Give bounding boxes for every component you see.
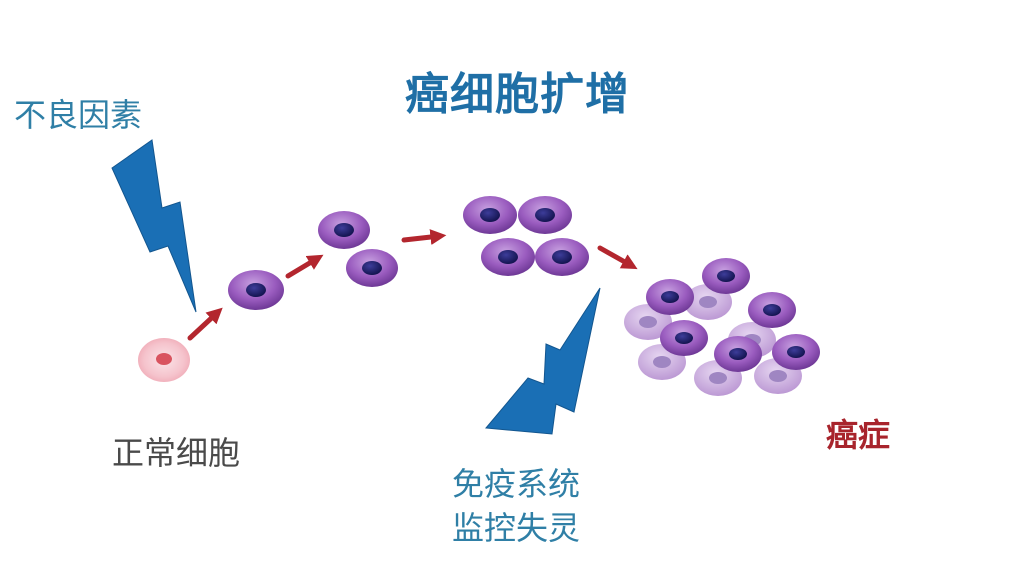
cell-icon (660, 320, 708, 356)
diagram-title: 癌细胞扩增 (405, 69, 630, 120)
cell-icon (518, 196, 572, 234)
arrow-icon (597, 245, 638, 270)
cell-icon (318, 211, 370, 249)
arrow-icon (187, 307, 223, 341)
cell-icon (702, 258, 750, 294)
normal-cell-icon (138, 338, 190, 382)
lightning-bolt-icon (485, 287, 601, 435)
cell-icon (463, 196, 517, 234)
lightning-bolt-icon (111, 139, 197, 313)
cancer-label: 癌症 (826, 416, 891, 454)
immune-failure-line1: 免疫系统 (452, 465, 581, 503)
cell-icon (772, 334, 820, 370)
cell-icon (748, 292, 796, 328)
cell-icon (535, 238, 589, 276)
cell-icon (228, 270, 284, 310)
immune-failure-label: 免疫系统 监控失灵 (452, 462, 580, 550)
cell-icon (646, 279, 694, 315)
adverse-factors-label: 不良因素 (14, 96, 143, 134)
arrow-icon (401, 229, 447, 246)
cell-icon (346, 249, 398, 287)
arrow-icon (285, 254, 324, 279)
cell-icon (714, 336, 762, 372)
cell-icon (481, 238, 535, 276)
immune-failure-line2: 监控失灵 (452, 509, 581, 547)
normal-cell-label: 正常细胞 (112, 434, 241, 472)
